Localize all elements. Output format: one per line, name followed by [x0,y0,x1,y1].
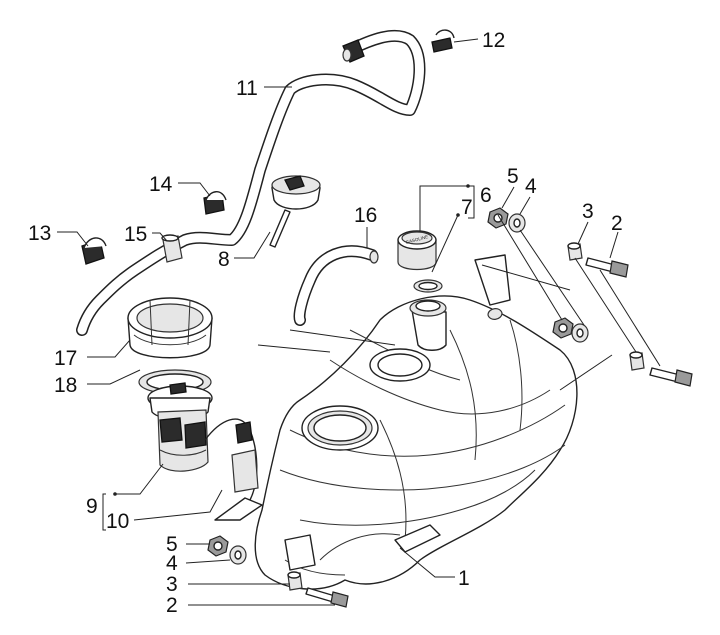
vent-hose [76,29,426,336]
callout-12: 12 [482,29,505,52]
pump-lock-ring [127,297,213,359]
bolt-upper-right [585,257,629,278]
washer-lower [229,545,247,565]
hose-clamp-13 [81,237,107,265]
hose-fitting-15 [161,234,183,263]
callout-11: 11 [236,77,258,100]
callout-2-lower: 2 [166,594,178,617]
callout-3-upper: 3 [582,200,594,223]
callout-9: 9 [86,495,98,518]
cap-logo-text: GASOLINE [405,234,429,245]
fuel-tank-body [214,254,578,590]
callout-6: 6 [480,184,492,207]
cap-gasket [413,279,443,293]
fuel-level-sender [269,175,321,248]
callout-5-lower: 5 [166,533,178,556]
callout-18: 18 [54,374,77,397]
nut-upper [487,207,509,229]
callout-13: 13 [28,222,51,245]
callout-4-upper: 4 [525,175,537,198]
callout-16: 16 [354,204,377,227]
spacer-lower-right [629,351,645,371]
fuel-pump-assembly [147,382,259,501]
bolt-lower [305,587,349,608]
callout-4-lower: 4 [166,552,178,575]
callout-5-upper: 5 [507,165,519,188]
leader-lines [57,38,661,606]
spacer-lower [287,571,303,591]
bolt-lower-right [649,367,693,387]
callout-1: 1 [458,567,470,590]
fuel-cap: GASOLINE [397,230,437,271]
spacer-upper-right [567,242,583,261]
callout-17: 17 [54,347,77,370]
callout-7: 7 [461,196,473,219]
callout-2-upper: 2 [611,212,623,235]
callout-8: 8 [218,248,230,271]
callout-10: 10 [106,510,129,533]
nut-lower [207,535,229,557]
hose-clamp-12 [431,29,455,53]
hose-clamp-14 [203,191,227,215]
washer-mid [571,323,589,343]
washer-upper [508,213,526,233]
callout-labels: 1 2 2 3 3 4 4 5 5 6 7 8 9 10 11 12 13 14… [28,29,623,617]
breather-hose [293,245,379,326]
callout-15: 15 [124,223,147,246]
nut-mid [552,317,574,339]
callout-3-lower: 3 [166,573,178,596]
callout-14: 14 [149,173,173,196]
